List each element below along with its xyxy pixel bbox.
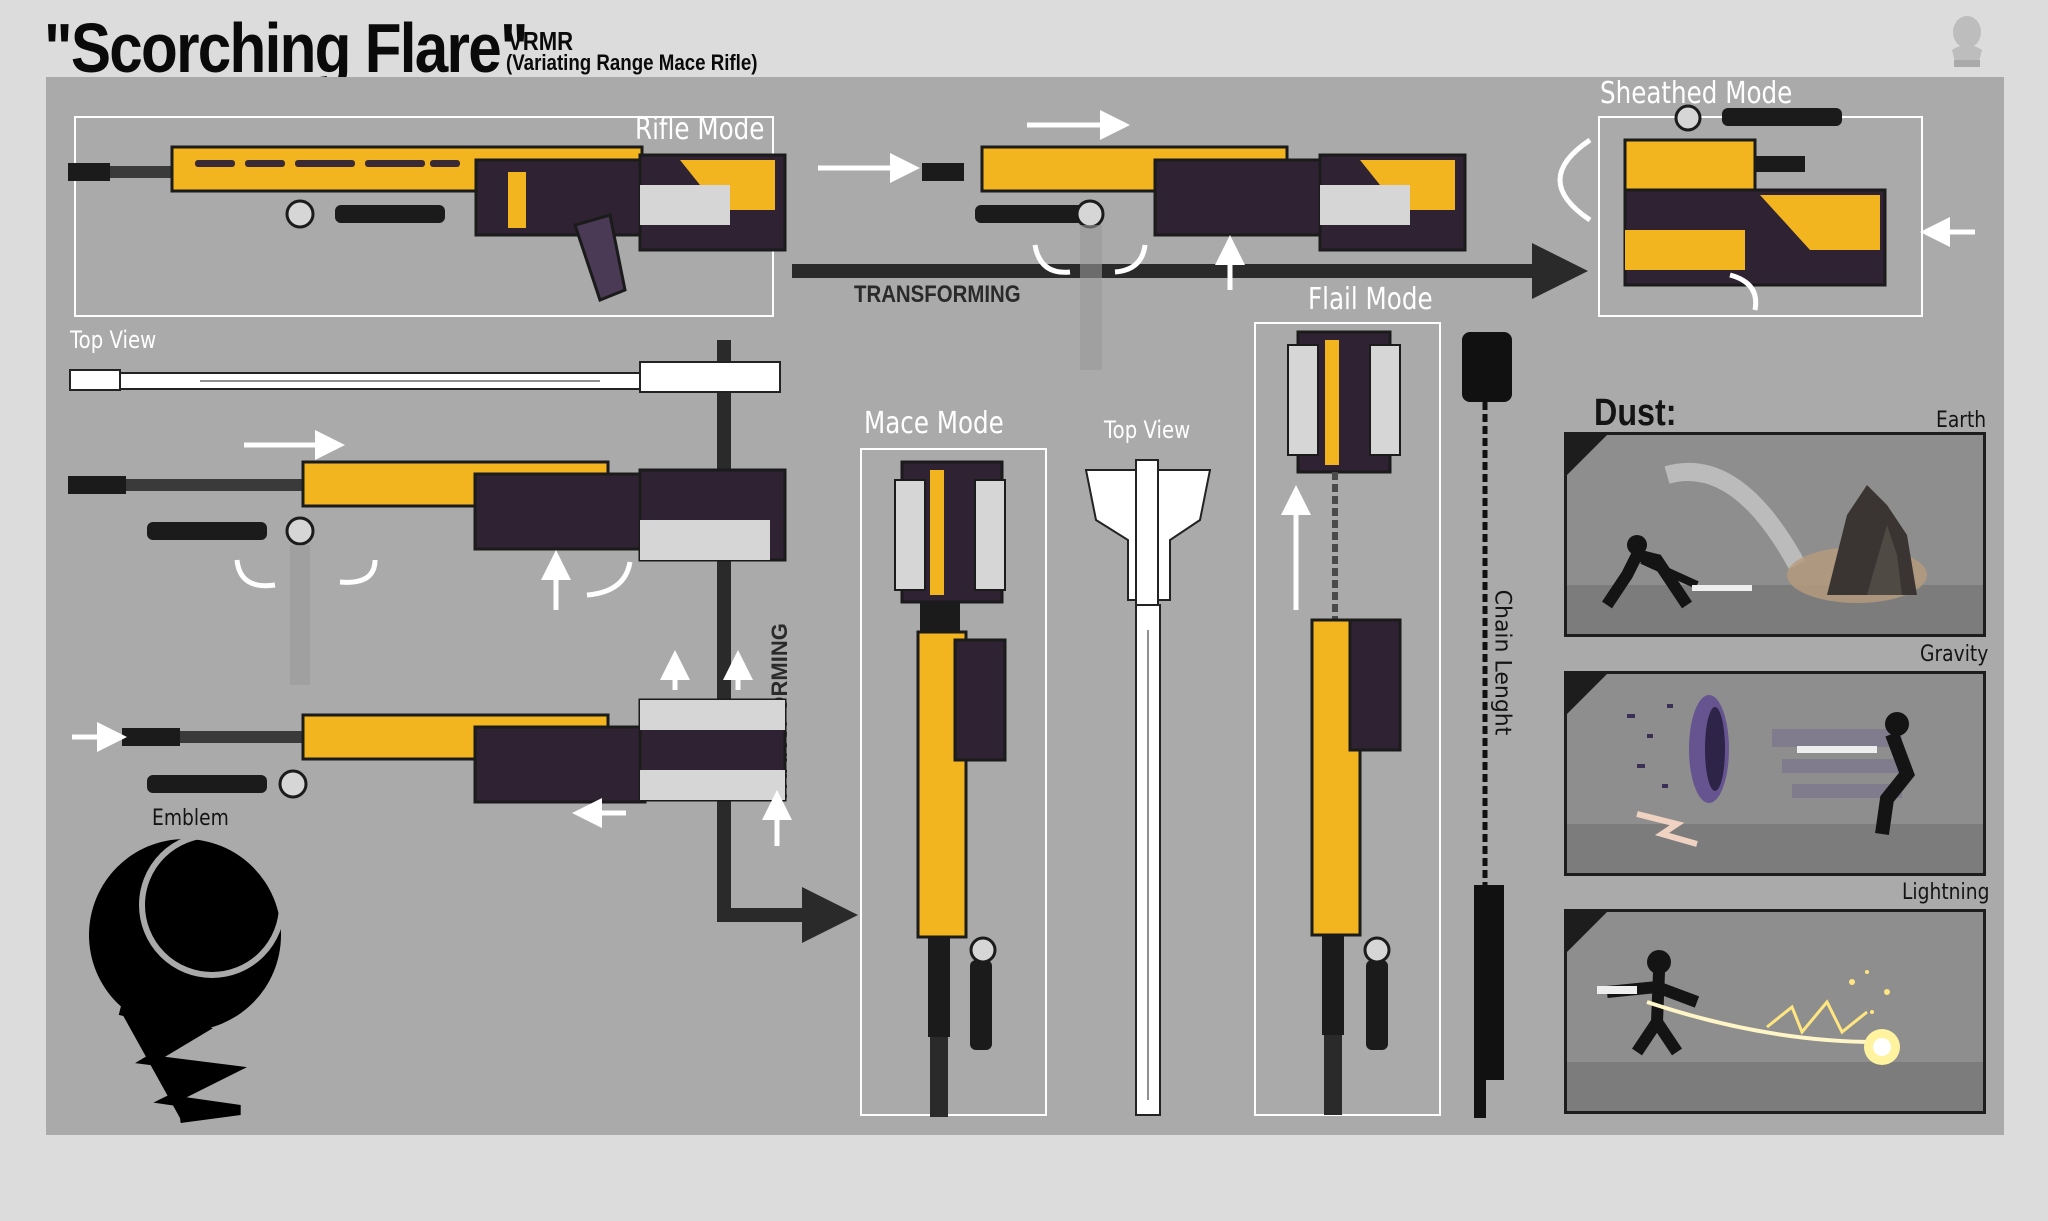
- dust-lightning-panel: [1564, 909, 1986, 1114]
- flail-mode-weapon: [1287, 330, 1402, 1115]
- motion-arrows: [72, 110, 1975, 846]
- mace-top-view: [1084, 459, 1212, 1116]
- transforming-horizontal-label: TRANSFORMING: [854, 281, 1021, 308]
- chain-length-silhouette: [1462, 332, 1512, 1118]
- top-view-rifle-label: Top View: [70, 326, 157, 354]
- emblem-label: Emblem: [152, 806, 229, 831]
- mace-mode-label: Mace Mode: [864, 406, 1004, 441]
- top-view-mace-label: Top View: [1104, 416, 1191, 444]
- lightning-dust-illustration: [1567, 912, 1983, 1111]
- transforming-gun-1: [922, 145, 1467, 370]
- sheathed-mode-label: Sheathed Mode: [1600, 76, 1793, 111]
- transforming-gun-2: [68, 460, 787, 685]
- transforming-gun-3: [122, 698, 787, 804]
- page-title: "Scorching Flare": [44, 9, 529, 87]
- earth-dust-illustration: [1567, 435, 1983, 634]
- dust-earth-panel: [1564, 432, 1986, 637]
- rifle-top-view: [69, 361, 781, 393]
- mace-mode-frame: [860, 448, 1047, 1116]
- weapon-full-name: (Variating Range Mace Rifle): [506, 50, 758, 75]
- dust-heading: Dust:: [1594, 392, 1677, 434]
- flail-mode-frame: [1254, 322, 1441, 1116]
- gravity-dust-illustration: [1567, 674, 1983, 873]
- weapon-abbreviation: VRMR: [508, 26, 574, 56]
- dust-gravity-panel: [1564, 671, 1986, 876]
- dust-lightning-label: Lightning: [1902, 880, 1990, 905]
- emblem-icon: [89, 832, 285, 1123]
- sheathed-mode-gun: [1623, 104, 1887, 287]
- dust-gravity-label: Gravity: [1920, 642, 1989, 667]
- rifle-mode-gun: [68, 145, 787, 302]
- mace-mode-weapon: [894, 460, 1007, 1117]
- flail-mode-label: Flail Mode: [1308, 282, 1433, 317]
- artist-logo-icon: [1952, 16, 1982, 67]
- rifle-mode-label: Rifle Mode: [635, 112, 765, 147]
- dust-earth-label: Earth: [1936, 408, 1987, 433]
